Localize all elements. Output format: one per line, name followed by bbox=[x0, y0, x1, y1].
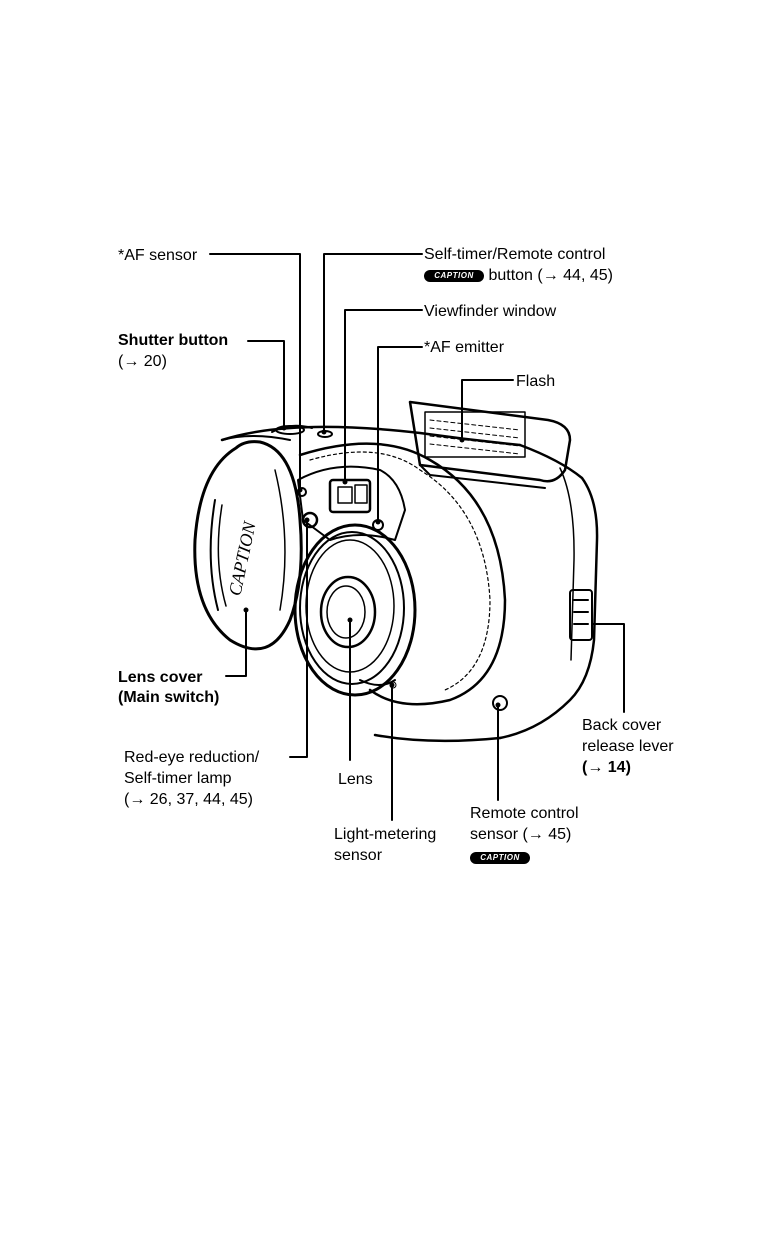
lens-cover-label-line2: (Main switch) bbox=[118, 689, 220, 706]
lens-label: Lens bbox=[338, 771, 373, 788]
viewfinder-area bbox=[297, 465, 406, 541]
back-cover-ref: (→ 14) bbox=[582, 759, 631, 776]
viewfinder-window-label: Viewfinder window bbox=[424, 303, 557, 320]
shutter-button-ref: (→ 20) bbox=[118, 353, 167, 370]
self-timer-remote-label-line2: CAPTION button (→ 44, 45) bbox=[424, 265, 613, 286]
flash-unit bbox=[408, 400, 572, 489]
red-eye-label-line1: Red-eye reduction/ bbox=[124, 749, 260, 766]
self-timer-remote-label-line1: Self-timer/Remote control bbox=[424, 246, 606, 263]
lens-cover-label-line1: Lens cover bbox=[118, 669, 203, 686]
remote-sensor-label-line1: Remote control bbox=[470, 805, 579, 822]
back-cover-label-line2: release lever bbox=[582, 738, 674, 755]
light-metering-label-line2: sensor bbox=[334, 847, 383, 864]
remote-sensor-label-line2: sensor (→ 45) bbox=[470, 826, 572, 843]
remote-sensor-caption: CAPTION bbox=[470, 847, 530, 868]
back-cover-label-line1: Back cover bbox=[582, 717, 662, 734]
lens-cover bbox=[193, 440, 303, 651]
caption-badge: CAPTION bbox=[424, 269, 484, 282]
caption-badge: CAPTION bbox=[470, 851, 530, 864]
leader-dots bbox=[243, 425, 501, 708]
lens-barrel bbox=[293, 523, 417, 697]
shutter-button-label: Shutter button bbox=[118, 332, 229, 349]
af-sensor-label: *AF sensor bbox=[118, 247, 198, 264]
red-eye-ref: (→ 26, 37, 44, 45) bbox=[124, 791, 253, 808]
brand-text: CAPTION bbox=[225, 519, 260, 597]
light-metering-label-line1: Light-metering bbox=[334, 826, 437, 843]
flash-label: Flash bbox=[516, 373, 556, 390]
camera-body bbox=[220, 424, 599, 743]
red-eye-label-line2: Self-timer lamp bbox=[124, 770, 232, 787]
leader-lines bbox=[209, 253, 625, 821]
af-emitter-label: *AF emitter bbox=[424, 339, 505, 356]
self-timer-remote-ref: button (→ 44, 45) bbox=[488, 267, 613, 284]
